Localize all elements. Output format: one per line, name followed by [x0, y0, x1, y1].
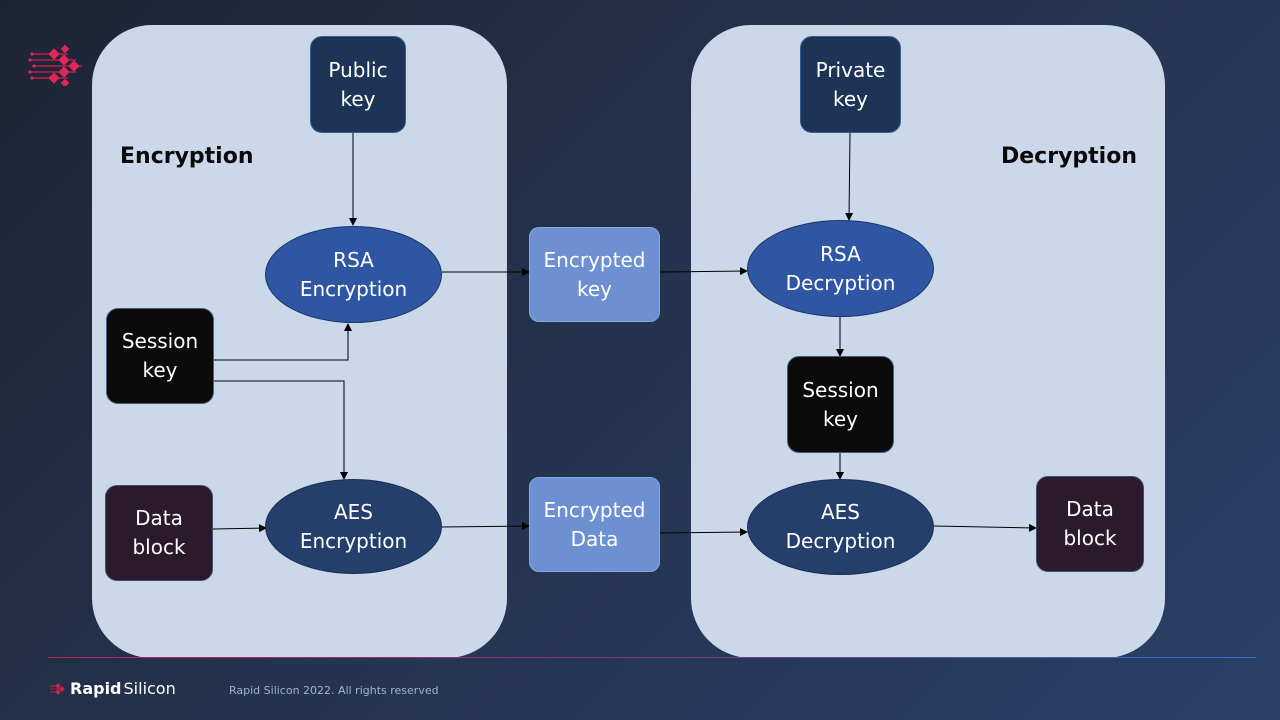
rsa-encryption-ellipse: RSA Encryption	[265, 226, 442, 323]
encryption-title: Encryption	[120, 144, 254, 169]
rapid-silicon-logo-icon	[28, 44, 82, 86]
arrow-private-key-to-rsa-dec	[845, 132, 854, 221]
arrow-encrypted-key-to-rsa-dec	[659, 267, 748, 276]
session-key-box-encryption: Session key	[106, 308, 214, 404]
public-key-box: Public key	[310, 36, 406, 133]
brand-text-silicon: Silicon	[123, 679, 176, 698]
arrow-encrypted-data-to-aes-dec	[659, 528, 748, 537]
brand-mark-icon	[50, 682, 65, 695]
decryption-title: Decryption	[1001, 144, 1137, 169]
brand-text-rapid: Rapid	[70, 679, 122, 698]
arrow-aes-to-encrypted-data	[441, 522, 530, 531]
encrypted-data-box: Encrypted Data	[529, 477, 660, 572]
encrypted-key-box: Encrypted key	[529, 227, 660, 322]
session-key-box-decryption: Session key	[787, 356, 894, 453]
arrow-aes-dec-to-data-block	[933, 523, 1037, 532]
data-block-input: Data block	[105, 485, 213, 581]
aes-decryption-ellipse: AES Decryption	[747, 479, 934, 575]
arrow-session-to-rsa	[214, 323, 352, 361]
footer-divider	[48, 657, 1256, 658]
private-key-box: Private key	[800, 36, 901, 133]
footer-copyright: Rapid Silicon 2022. All rights reserved	[229, 684, 439, 697]
data-block-output: Data block	[1036, 476, 1144, 572]
arrow-session-to-aes	[214, 380, 348, 480]
arrow-data-to-aes	[212, 524, 267, 533]
aes-encryption-ellipse: AES Encryption	[265, 479, 442, 574]
rsa-decryption-ellipse: RSA Decryption	[747, 220, 934, 317]
